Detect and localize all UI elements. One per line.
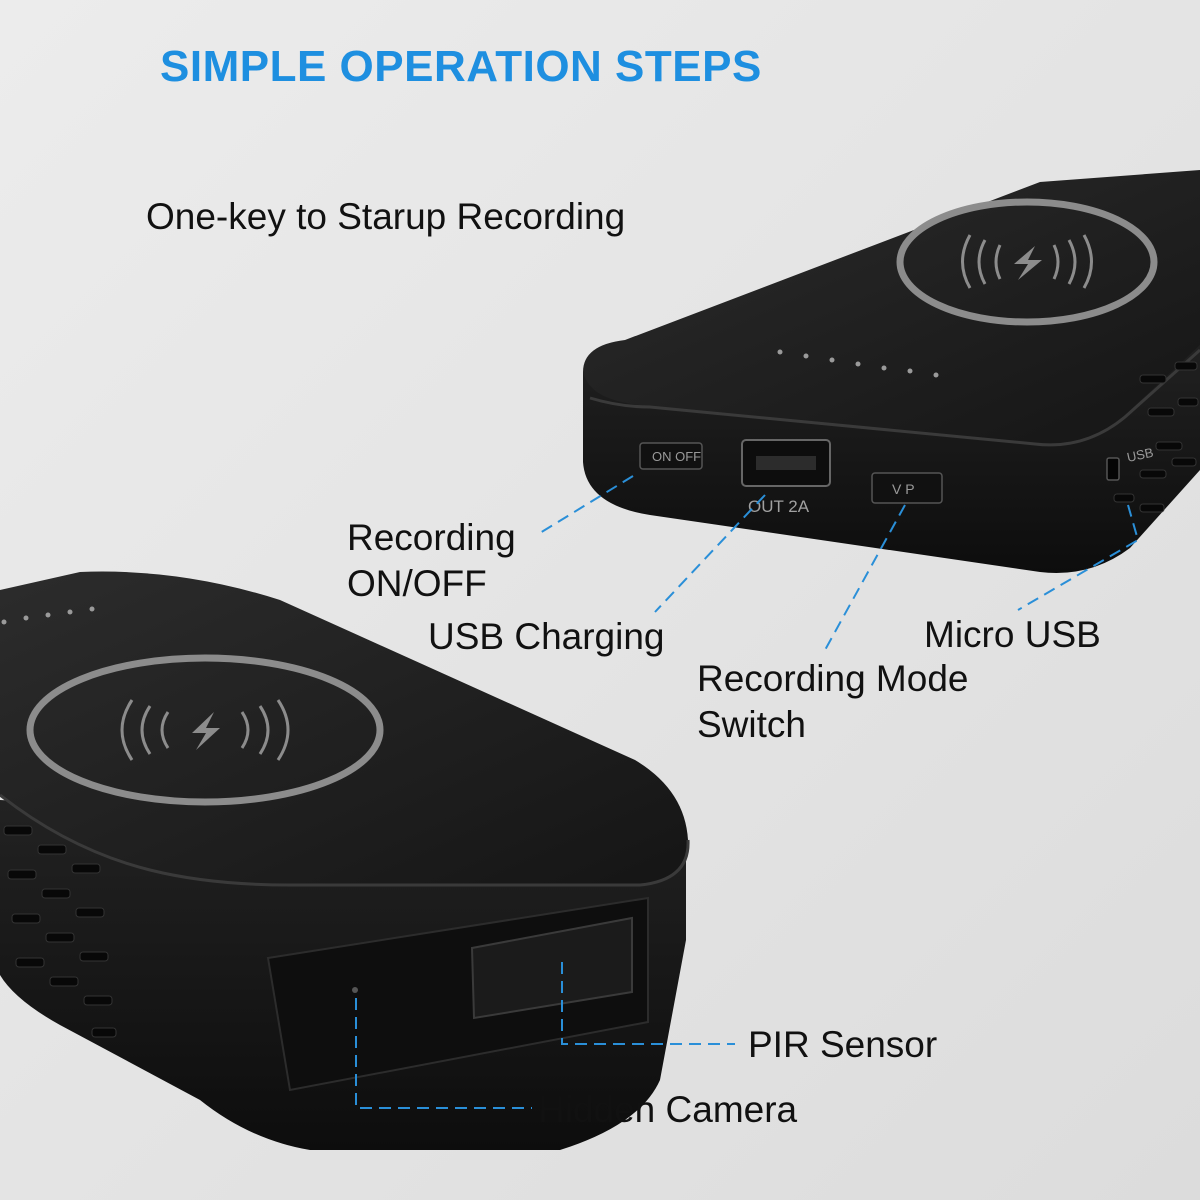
micro-usb-port (1106, 457, 1120, 481)
mode-switch (871, 472, 943, 504)
callout-recording-on-off: Recording ON/OFF (347, 515, 516, 607)
callout-line: ON/OFF (347, 563, 487, 604)
page-title: SIMPLE OPERATION STEPS (160, 42, 762, 91)
callout-line: Switch (697, 704, 806, 745)
wireless-charging-icon (26, 654, 384, 806)
callout-recording-mode-switch: Recording Mode Switch (697, 656, 968, 748)
callout-line: Recording Mode (697, 658, 969, 699)
callout-pir-sensor: PIR Sensor (748, 1024, 938, 1065)
usb-out-marking: OUT 2A (748, 497, 810, 516)
mode-switch-marking: V P (892, 481, 915, 497)
lightning-bolt-icon (1014, 246, 1042, 280)
lightning-bolt-icon (192, 712, 220, 750)
callout-usb-charging: USB Charging (428, 616, 665, 657)
usb-side-marking: USB (1126, 445, 1155, 465)
callout-line: Recording (347, 517, 516, 558)
camera-lens (352, 987, 358, 993)
power-bank-bottom (0, 571, 690, 1150)
on-off-button (639, 442, 703, 470)
callout-micro-usb: Micro USB (924, 614, 1101, 655)
callout-hidden-camera: Hidden Camera (538, 1089, 798, 1130)
page-subtitle: One-key to Starup Recording (146, 196, 626, 237)
on-off-marking: ON OFF (652, 449, 701, 464)
pir-window (470, 916, 633, 1020)
power-bank-top: ON OFF OUT 2A V P (583, 170, 1200, 573)
leader-lines (355, 475, 1140, 1109)
wireless-charging-icon (896, 198, 1158, 326)
